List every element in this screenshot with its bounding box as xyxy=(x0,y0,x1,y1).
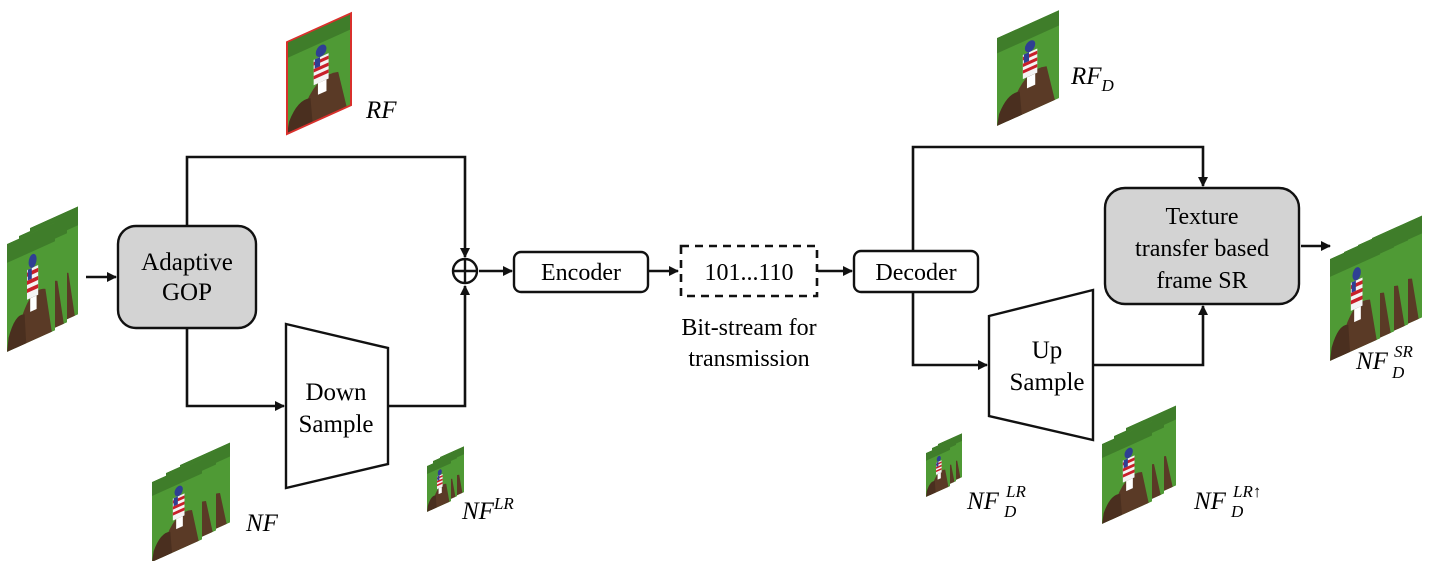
bitstream-block: 101...110 xyxy=(679,244,819,298)
connectors xyxy=(86,145,1331,411)
texture-sr-label-line-2: transfer based xyxy=(1135,236,1269,262)
decoder-label: Decoder xyxy=(875,260,956,286)
texture-sr-label-line-1: Texture xyxy=(1166,204,1239,230)
svg-text:SR: SR xyxy=(1394,342,1414,361)
bitstream-caption-line-2: transmission xyxy=(688,346,809,372)
up-sample-label-line-2: Sample xyxy=(1010,369,1085,396)
svg-text:LR↑: LR↑ xyxy=(1232,482,1261,501)
low-res-frames-image xyxy=(427,446,464,512)
down-sample-label-line-2: Sample xyxy=(299,411,374,438)
decoder-block: Decoder xyxy=(852,249,980,294)
output-frames-image xyxy=(1330,215,1422,361)
label-nf: NF xyxy=(245,510,279,537)
upsampled-frames-image xyxy=(1102,405,1176,524)
texture-sr-label-line-3: frame SR xyxy=(1156,268,1247,294)
label-nf-lr: NFLR xyxy=(461,494,514,525)
bitstream-caption-line-1: Bit-stream for xyxy=(681,315,816,341)
reference-frame-image xyxy=(286,11,352,136)
encoder-block: Encoder xyxy=(512,250,650,294)
adaptive-gop-label-line-2: GOP xyxy=(162,279,212,306)
svg-text:LR: LR xyxy=(1005,482,1026,501)
svg-text:NF: NF xyxy=(966,488,1000,515)
sum-junction xyxy=(451,257,479,285)
adaptive-gop-block: Adaptive GOP xyxy=(116,224,258,330)
svg-text:D: D xyxy=(1391,363,1405,382)
svg-text:NF: NF xyxy=(1193,488,1227,515)
arrow-gop-to-downsample xyxy=(185,328,285,411)
svg-text:D: D xyxy=(1230,502,1244,521)
up-sample-block: Up Sample xyxy=(987,288,1095,442)
label-rf-d: RFD xyxy=(1070,63,1115,95)
arrow-decoder-to-sr xyxy=(911,145,1208,251)
decoded-low-res-frames-image xyxy=(926,433,962,497)
label-rf: RF xyxy=(365,97,397,124)
up-sample-label-line-1: Up xyxy=(1032,337,1063,364)
decoded-reference-frame-image xyxy=(997,10,1059,126)
adaptive-gop-label-line-1: Adaptive xyxy=(141,249,233,276)
arrow-upsample-to-sr xyxy=(1093,305,1208,367)
label-nf-d-sr: NF D SR xyxy=(1355,342,1414,382)
svg-text:D: D xyxy=(1003,502,1017,521)
texture-transfer-sr-block: Texture transfer based frame SR xyxy=(1103,186,1301,306)
arrow-downsample-to-sum xyxy=(388,285,470,408)
down-sample-block: Down Sample xyxy=(284,322,390,490)
label-nf-d-lr-up: NF D LR↑ xyxy=(1193,482,1261,521)
svg-text:NF: NF xyxy=(1355,348,1389,375)
encoder-label: Encoder xyxy=(541,260,621,286)
label-nf-d-lr: NF D LR xyxy=(966,482,1026,521)
down-sample-label-line-1: Down xyxy=(305,379,367,406)
arrow-gop-to-sum xyxy=(185,155,470,258)
arrow-decoder-to-upsample xyxy=(911,292,988,370)
input-frames-image xyxy=(7,206,78,352)
bitstream-label: 101...110 xyxy=(704,260,793,286)
non-reference-frames-image xyxy=(152,442,230,561)
